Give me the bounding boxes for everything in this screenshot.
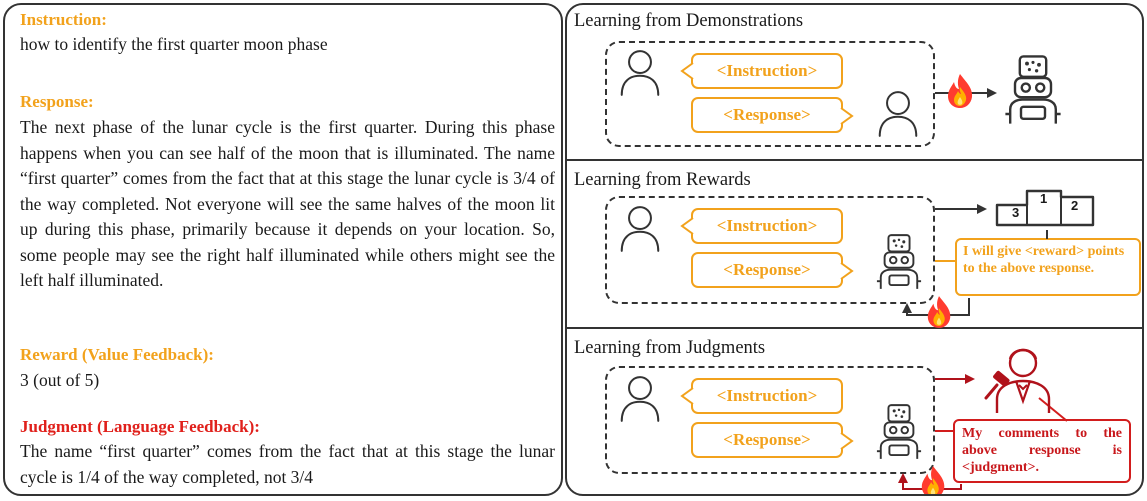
response-bubble: <Response> — [691, 422, 843, 458]
instruction-bubble: <Instruction> — [691, 208, 843, 244]
rewards-connectors — [680, 204, 1048, 316]
instruction-heading: Instruction: — [20, 10, 107, 29]
judgment-note: My comments to the above response is <ju… — [953, 419, 1131, 483]
judgment-text: The name “first quarter” comes from the … — [20, 441, 555, 487]
example-panel: Instruction: how to identify the first q… — [3, 3, 563, 496]
reward-text: 3 (out of 5) — [20, 370, 100, 390]
judgment-heading: Judgment (Language Feedback): — [20, 417, 260, 436]
judgments-dialog-box — [605, 366, 935, 474]
instruction-bubble: <Instruction> — [691, 53, 843, 89]
reward-heading: Reward (Value Feedback): — [20, 345, 214, 364]
rewards-dialog-box — [605, 196, 935, 304]
judgments-section-title: Learning from Judgments — [574, 338, 766, 358]
response-heading: Response: — [20, 92, 94, 111]
gavel-icon — [984, 370, 1010, 400]
podium-second: 2 — [1071, 198, 1079, 213]
section-divider — [567, 159, 1142, 161]
learning-panel: Learning from Demonstrations <Instructio… — [565, 3, 1144, 496]
judge-icon — [995, 348, 1051, 413]
podium-icon — [995, 189, 1095, 227]
fire-icon — [921, 466, 945, 494]
response-bubble: <Response> — [691, 97, 843, 133]
section-divider — [567, 327, 1142, 329]
instruction-text: how to identify the first quarter moon p… — [20, 34, 328, 54]
judgments-connectors — [680, 374, 1068, 490]
instruction-bubble: <Instruction> — [691, 378, 843, 414]
podium-third: 3 — [1012, 205, 1020, 220]
demo-dialog-box — [605, 41, 935, 147]
response-bubble: <Response> — [691, 252, 843, 288]
response-text: The next phase of the lunar cycle is the… — [20, 117, 555, 290]
podium-first: 1 — [1040, 191, 1048, 206]
rewards-section-title: Learning from Rewards — [574, 170, 751, 190]
demo-section-title: Learning from Demonstrations — [574, 11, 804, 31]
